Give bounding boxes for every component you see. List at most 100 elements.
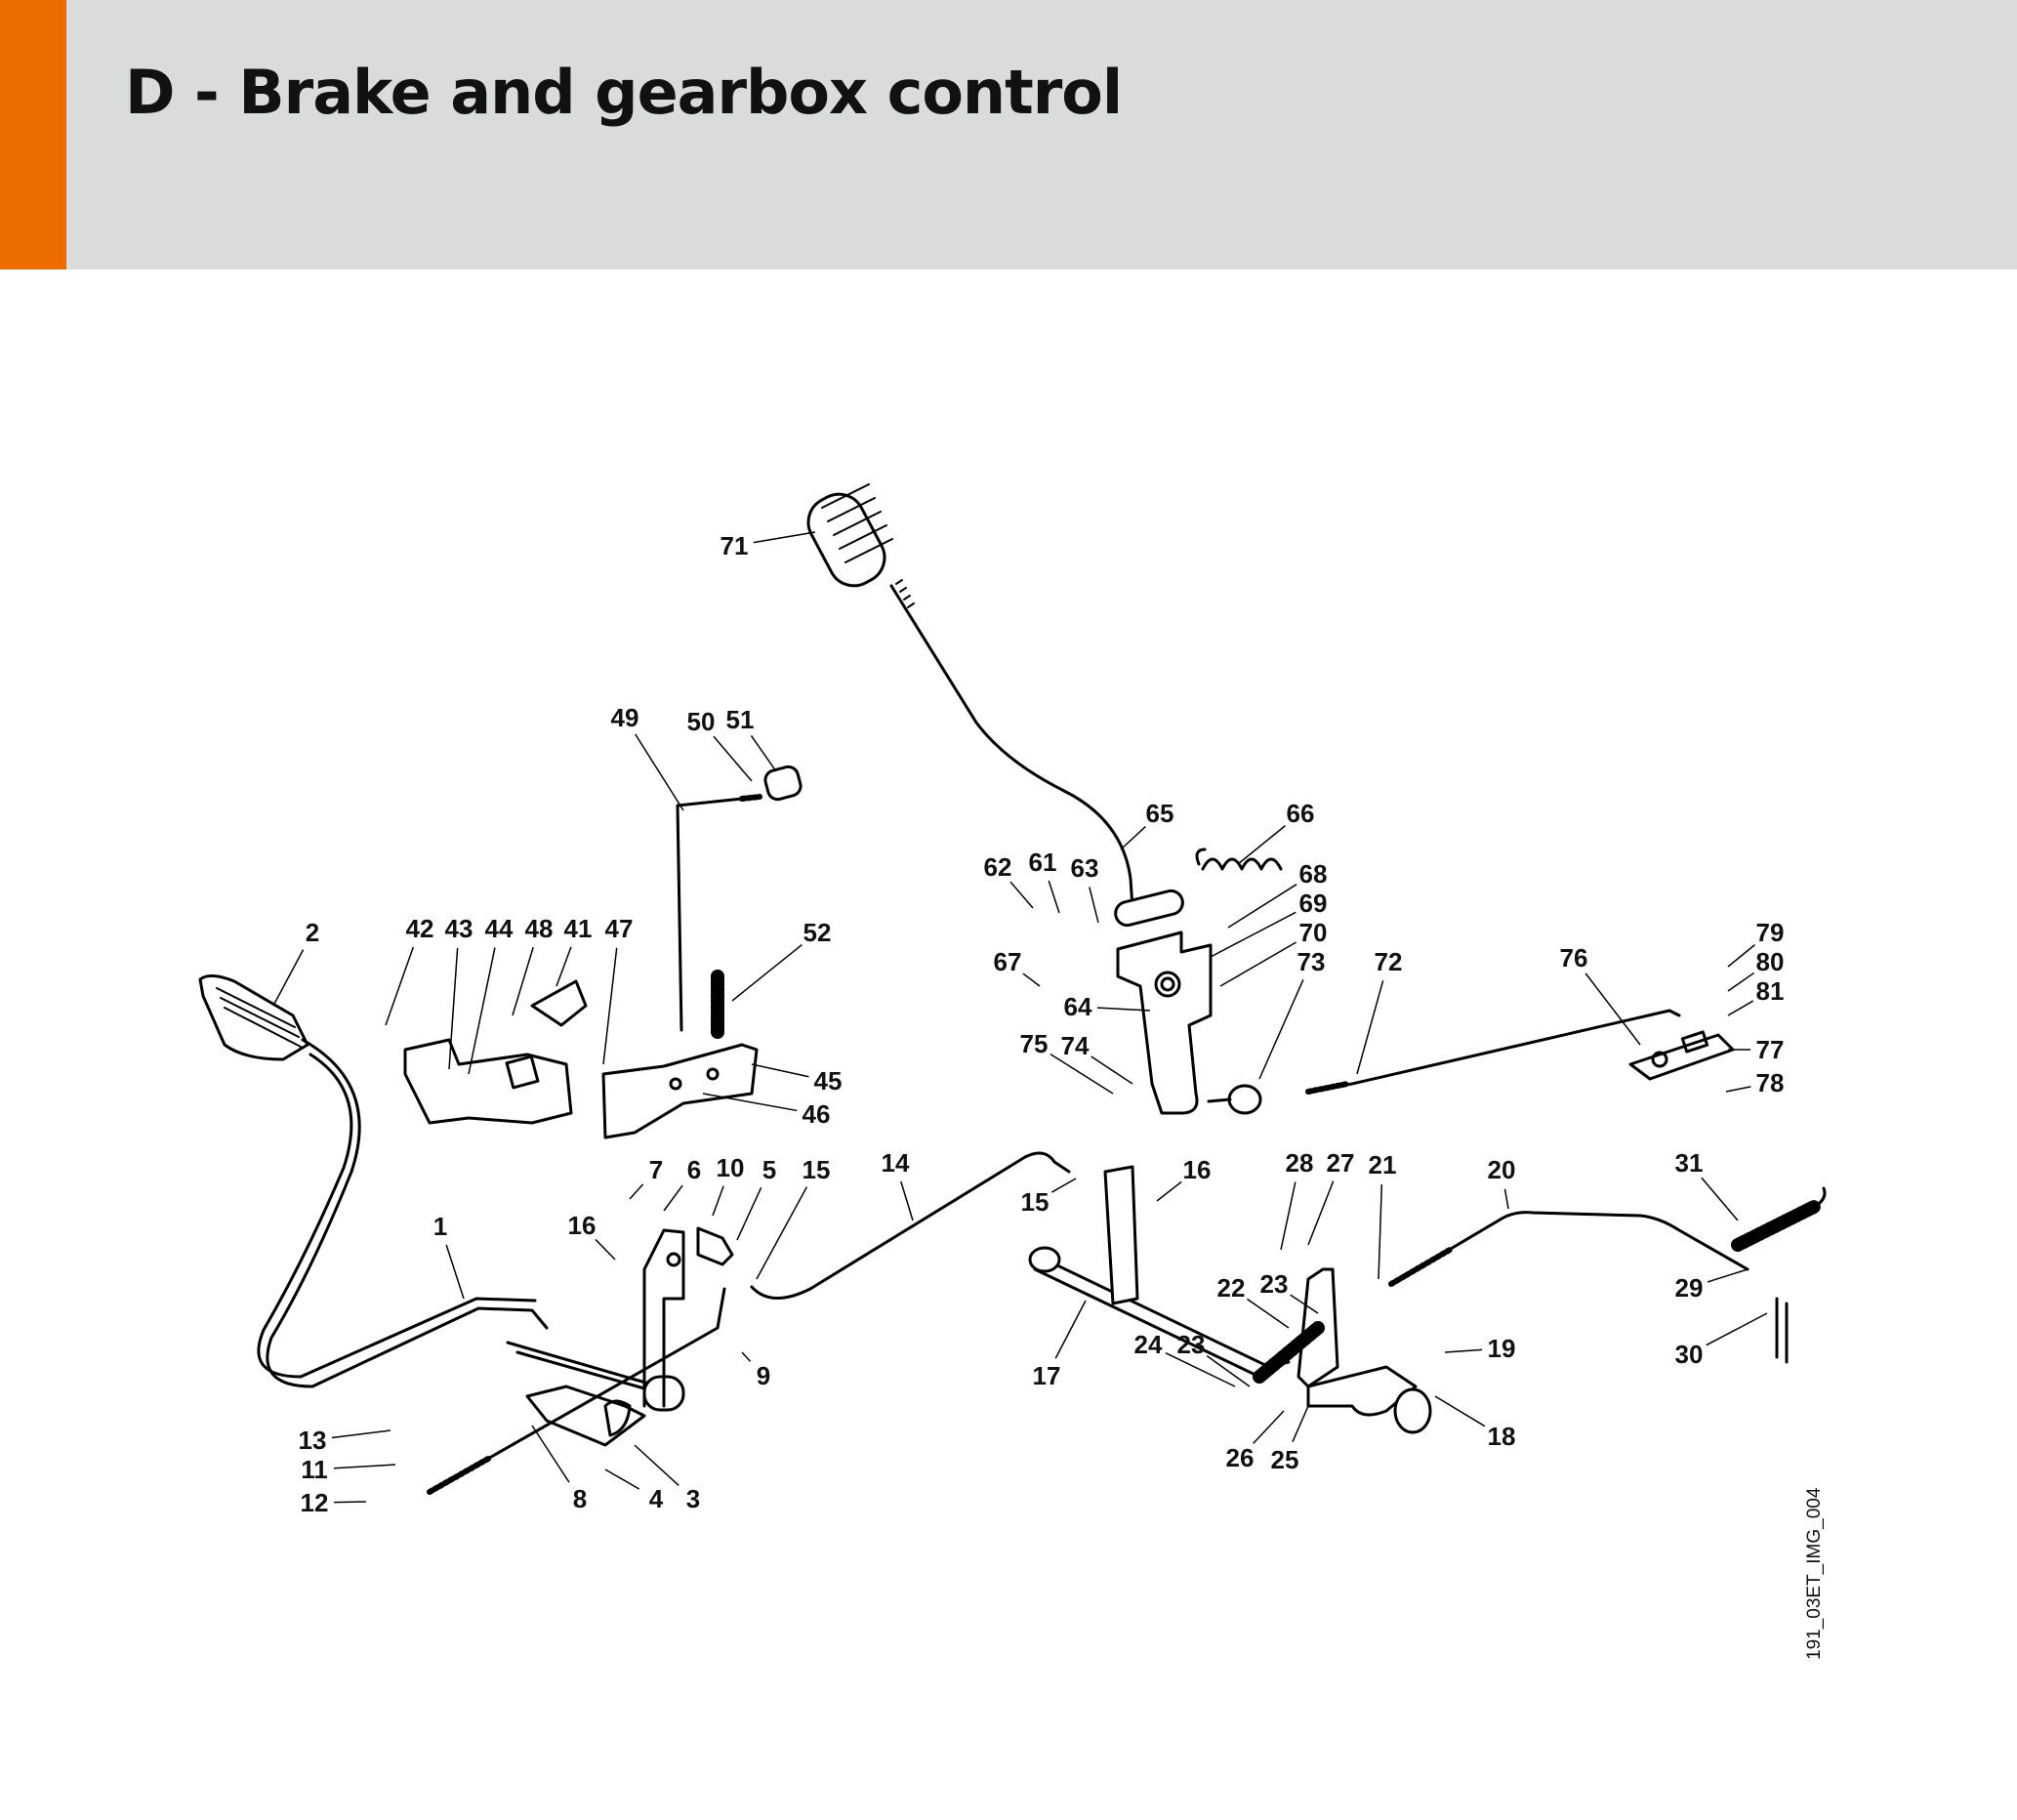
knob-51 [763,765,803,802]
part-label-76: 76 [1560,943,1588,972]
leader-line-80 [1727,972,1755,992]
leader-line-46 [702,1093,798,1112]
leader-line-26 [1253,1410,1285,1444]
part-label-68: 68 [1299,859,1328,889]
leader-line-7 [629,1183,644,1200]
leader-line-66 [1237,825,1286,865]
spring-66 [1195,848,1283,871]
part-label-41: 41 [564,914,593,943]
part-label-5: 5 [762,1155,776,1184]
part-label-42: 42 [406,914,434,943]
leader-line-22 [1246,1298,1290,1329]
leader-line-29 [1707,1268,1749,1283]
parking-brake-rod-49 [676,797,744,1032]
part-label-77: 77 [1756,1035,1785,1064]
leader-line-47 [602,947,618,1065]
part-label-29: 29 [1675,1273,1704,1303]
leader-line-73 [1258,978,1304,1080]
part-label-81: 81 [1756,976,1785,1006]
leader-line-69 [1210,911,1297,958]
part-label-71: 71 [720,531,749,560]
part-label-25: 25 [1271,1445,1299,1474]
leader-line-71 [753,531,816,544]
page-title: D - Brake and gearbox control [125,57,1123,128]
part-label-15b: 15 [1021,1187,1050,1217]
leader-line-52 [731,943,803,1002]
leader-line-68 [1227,884,1297,929]
image-code: 191_03ET_IMG_004 [1804,1487,1825,1660]
leader-line-9 [741,1351,752,1362]
part-label-46: 46 [803,1099,831,1129]
part-label-19: 19 [1488,1334,1516,1363]
part-label-61: 61 [1029,848,1057,877]
leader-line-78 [1725,1086,1751,1093]
part-label-9: 9 [757,1361,770,1390]
part-label-45: 45 [814,1066,843,1096]
brake-rod-1 [266,1038,549,1388]
part-label-4: 4 [649,1484,664,1513]
leader-line-63 [1089,887,1099,924]
part-label-31: 31 [1675,1148,1704,1178]
part-label-49: 49 [611,703,639,732]
leader-line-8 [531,1425,570,1483]
leader-line-17 [1054,1300,1087,1359]
leader-line-45 [751,1063,809,1078]
part-label-2: 2 [306,918,319,947]
leader-line-11 [333,1464,396,1469]
part-label-8: 8 [573,1484,587,1513]
part-label-48: 48 [525,914,554,943]
leader-line-3 [634,1444,679,1487]
lever-bracket [1116,931,1213,1115]
spring-31 [1731,1199,1823,1252]
bracket-30 [1775,1297,1789,1364]
leader-line-27 [1307,1180,1335,1246]
part-label-80: 80 [1756,947,1785,976]
leader-line-12 [333,1501,367,1504]
part-label-16: 16 [1183,1155,1212,1184]
leader-line-74 [1091,1055,1133,1085]
leader-line-6 [663,1184,683,1212]
leader-line-67 [1022,972,1041,987]
spring-22 [1253,1321,1325,1384]
leader-line-24 [1165,1352,1236,1387]
part-label-65: 65 [1146,799,1174,828]
leader-line-42 [385,946,415,1026]
leader-line-5 [736,1186,762,1241]
brake-rod-8 [428,1287,726,1494]
leader-line-15b [1050,1178,1077,1193]
brake-rod-14 [750,1151,1071,1300]
part-label-74: 74 [1061,1031,1090,1060]
part-label-47: 47 [605,914,634,943]
leader-line-23b [1206,1355,1251,1387]
leader-line-2 [272,949,305,1007]
part-label-43: 43 [445,914,473,943]
part-label-15: 15 [803,1155,831,1184]
part-label-44: 44 [485,914,514,943]
brake-pedal-2 [198,974,309,1061]
leader-line-75 [1050,1054,1114,1095]
part-label-30: 30 [1675,1340,1704,1369]
part-label-24: 24 [1134,1330,1163,1359]
leader-line-50 [713,735,753,782]
part-label-79: 79 [1756,918,1785,947]
part-label-14: 14 [882,1148,910,1178]
part-label-69: 69 [1299,889,1328,918]
leader-line-4 [604,1468,640,1490]
leader-line-15 [756,1186,808,1280]
part-label-6: 6 [687,1155,701,1184]
lever-pivot-tube [1114,889,1184,928]
leader-line-13 [331,1429,391,1439]
part-label-62: 62 [984,852,1012,882]
leader-line-16 [1156,1180,1182,1202]
leader-line-28 [1280,1181,1297,1251]
part-label-64: 64 [1064,992,1092,1021]
shaft-bracket-3 [525,1385,646,1447]
leader-line-44 [468,947,496,1075]
part-label-23b: 23 [1177,1330,1206,1359]
brake-bracket-41 [403,1038,573,1125]
leader-line-43 [448,947,459,1070]
accent-bar [0,0,66,269]
leader-line-64 [1096,1007,1151,1012]
leader-line-18 [1434,1395,1486,1427]
leader-line-10 [712,1185,724,1217]
